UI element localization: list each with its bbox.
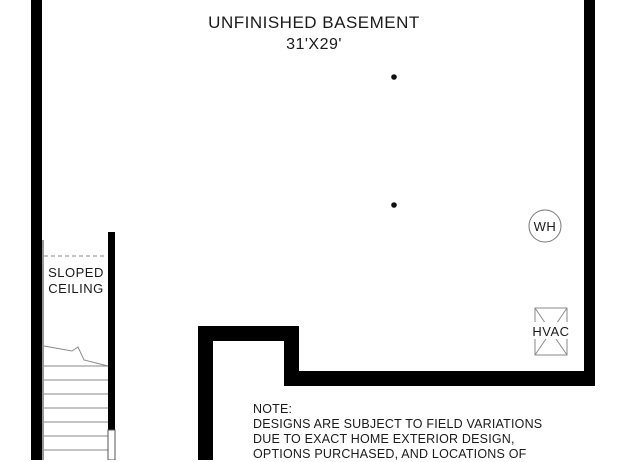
bottom-wall-right <box>284 371 595 386</box>
stair-break-line <box>43 345 109 367</box>
hvac-label-bg <box>530 322 572 339</box>
walls <box>31 0 595 460</box>
note-line: DUE TO EXACT HOME EXTERIOR DESIGN, <box>253 432 515 446</box>
water-heater-label: WH <box>534 219 557 234</box>
note-heading: NOTE: <box>253 402 293 416</box>
right-wall <box>584 0 595 386</box>
note-line: OPTIONS PURCHASED, AND LOCATIONS OF <box>253 447 527 461</box>
stair-rail <box>107 429 116 460</box>
design-note: NOTE: DESIGNS ARE SUBJECT TO FIELD VARIA… <box>253 402 633 462</box>
notch-left-wall <box>198 326 213 460</box>
sloped-ceiling-label-line1: SLOPED <box>48 265 104 280</box>
stair <box>42 240 116 460</box>
ceiling-light-point <box>391 74 397 80</box>
room-name: UNFINISHED BASEMENT <box>208 13 420 32</box>
notch-top-wall <box>198 326 299 341</box>
room-dimensions: 31'X29' <box>286 36 342 53</box>
sloped-ceiling-label-line2: CEILING <box>48 281 104 296</box>
hvac-label: HVAC <box>532 324 569 339</box>
water-heater-circle <box>528 209 562 243</box>
left-wall <box>31 0 42 460</box>
water-heater: WH <box>528 209 562 243</box>
ceiling-light-point <box>391 202 397 208</box>
note-line: DESIGNS ARE SUBJECT TO FIELD VARIATIONS <box>253 417 543 431</box>
stair-wall <box>108 232 115 460</box>
